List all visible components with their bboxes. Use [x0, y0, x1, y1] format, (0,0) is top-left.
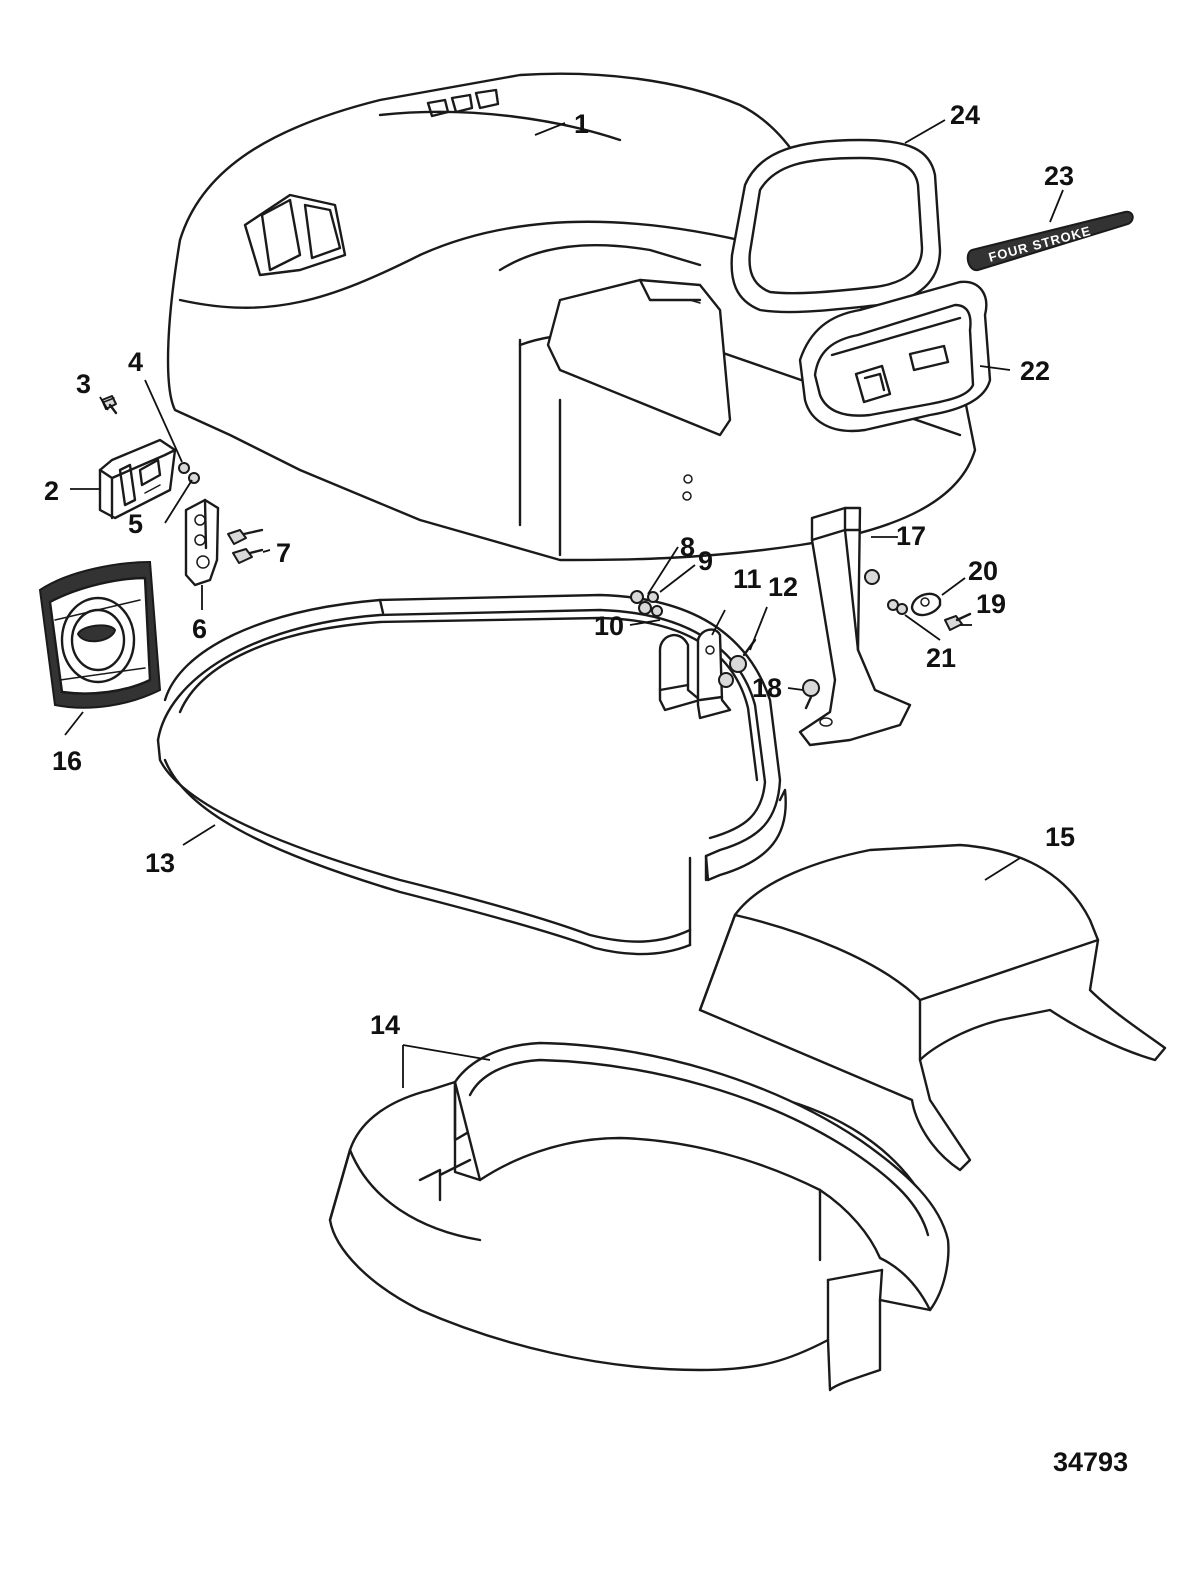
callout-8: 8 [680, 532, 695, 562]
part-stand-17 [798, 506, 912, 747]
part-bracket-11 [696, 628, 732, 720]
part-screw-18 [802, 679, 820, 710]
part-seal-13 [156, 593, 787, 956]
part-bracket-10 [658, 633, 702, 712]
callout-5: 5 [128, 509, 143, 539]
leader-lines [64, 119, 1064, 1088]
callout-19: 19 [976, 589, 1006, 619]
part-bracket-2 [98, 438, 177, 520]
callout-14: 14 [370, 1010, 400, 1040]
part-screws-7 [227, 528, 264, 564]
callout-2: 2 [44, 476, 59, 506]
callout-23: 23 [1044, 161, 1074, 191]
callout-16: 16 [52, 746, 82, 776]
callout-11: 11 [733, 564, 762, 594]
part-rear-cover-15 [698, 843, 1167, 1172]
callout-13: 13 [145, 848, 175, 878]
part-latch-plate-6 [184, 498, 220, 587]
callout-7: 7 [276, 538, 291, 568]
callout-17: 17 [896, 521, 926, 551]
callout-20: 20 [968, 556, 998, 586]
callout-1: 1 [574, 109, 589, 139]
part-decal-frame [730, 138, 942, 314]
diagram-number: 34793 [1053, 1447, 1128, 1477]
part-bottom-cowl-14 [328, 1041, 950, 1392]
callout-22: 22 [1020, 356, 1050, 386]
callout-18: 18 [752, 673, 782, 703]
part-washers-9 [647, 591, 663, 617]
part-control-panel [798, 280, 992, 433]
callout-labels: 1 2 3 4 5 6 7 8 9 10 11 12 13 14 15 16 1… [44, 100, 1075, 1040]
callout-12: 12 [768, 572, 798, 602]
callout-15: 15 [1045, 822, 1075, 852]
callout-24: 24 [950, 100, 980, 130]
part-intake-grille-16 [38, 560, 162, 709]
part-washer-21 [887, 599, 908, 615]
callout-4: 4 [128, 347, 143, 377]
callout-10: 10 [594, 611, 624, 641]
callout-6: 6 [192, 614, 207, 644]
callout-9: 9 [698, 546, 713, 576]
part-screw-19 [944, 612, 972, 631]
part-nuts-8 [630, 590, 652, 615]
callout-21: 21 [926, 643, 956, 673]
callout-3: 3 [76, 369, 91, 399]
part-plate-20 [910, 592, 942, 617]
part-washer-4 [178, 462, 190, 474]
